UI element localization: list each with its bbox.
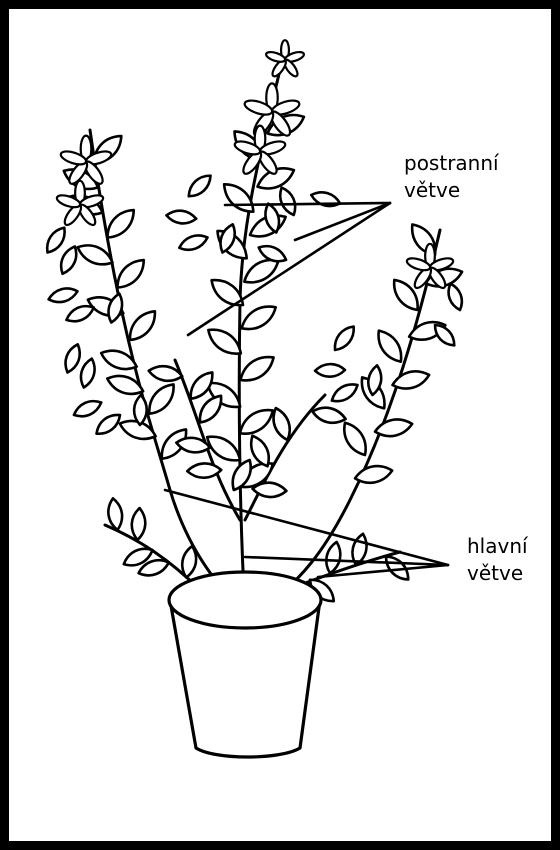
side-branches-label-line1: postranní [404, 150, 499, 177]
leaf [406, 220, 441, 260]
leaf [98, 346, 139, 374]
leaf [187, 463, 221, 478]
leaf [78, 357, 98, 389]
leaf [338, 418, 372, 459]
leaf [330, 323, 359, 354]
leaf [112, 255, 150, 294]
leaf [372, 326, 407, 366]
leaf [311, 405, 347, 426]
side-branches-label: postranní větve [404, 150, 499, 204]
leaf [134, 395, 147, 425]
leaf [143, 379, 179, 418]
leaf [71, 397, 104, 421]
leaf [315, 364, 345, 377]
leaf [47, 285, 79, 305]
flower-pot [169, 572, 321, 757]
leaf [102, 205, 140, 244]
leaf [131, 508, 146, 541]
main-branches-label-line2: větve [467, 560, 528, 587]
leaf [235, 404, 277, 441]
leaf [166, 209, 197, 225]
flowers [55, 40, 454, 290]
leaf [124, 306, 161, 345]
leaf [177, 232, 210, 254]
side-branches-label-line2: větve [404, 177, 499, 204]
leaf [236, 351, 279, 387]
leaf [276, 185, 300, 218]
leaf [445, 282, 466, 312]
flower [265, 40, 305, 78]
leaf [62, 342, 84, 375]
leaf [42, 224, 69, 256]
main-branches-label: hlavní větve [467, 533, 528, 587]
main-branches-label-line1: hlavní [467, 533, 528, 560]
side-branches-pointers [188, 203, 390, 335]
leaf [184, 171, 214, 201]
main-branches-pointers [165, 490, 448, 577]
leaf [309, 189, 341, 209]
leaf [329, 380, 361, 406]
